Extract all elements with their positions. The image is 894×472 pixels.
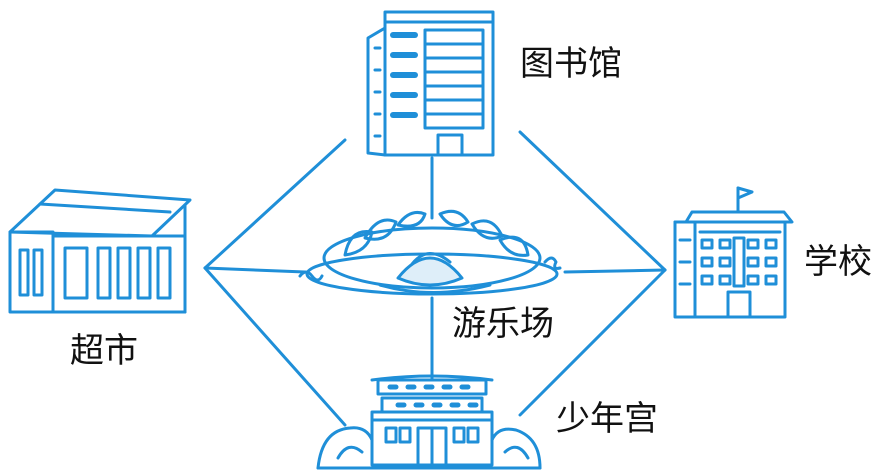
school-building-icon xyxy=(673,186,794,319)
library-building-icon xyxy=(366,10,495,157)
youth-palace-building-icon xyxy=(316,374,542,470)
route-supermarket-park xyxy=(203,266,307,274)
library-label: 图书馆 xyxy=(520,44,622,84)
carousel-ride-icon xyxy=(298,209,562,296)
school-label: 学校 xyxy=(804,242,872,282)
route-supermarket-youthpalace xyxy=(203,266,347,427)
route-library-supermarket xyxy=(203,138,347,270)
youth-palace-label: 少年宫 xyxy=(556,399,658,439)
route-park-school xyxy=(563,268,667,274)
route-school-youthpalace xyxy=(518,268,667,417)
supermarket-building-icon xyxy=(8,188,192,314)
route-library-school xyxy=(518,130,667,272)
supermarket-label: 超市 xyxy=(70,331,138,371)
amusement-park-label: 游乐场 xyxy=(452,304,554,344)
route-lines xyxy=(203,130,667,427)
